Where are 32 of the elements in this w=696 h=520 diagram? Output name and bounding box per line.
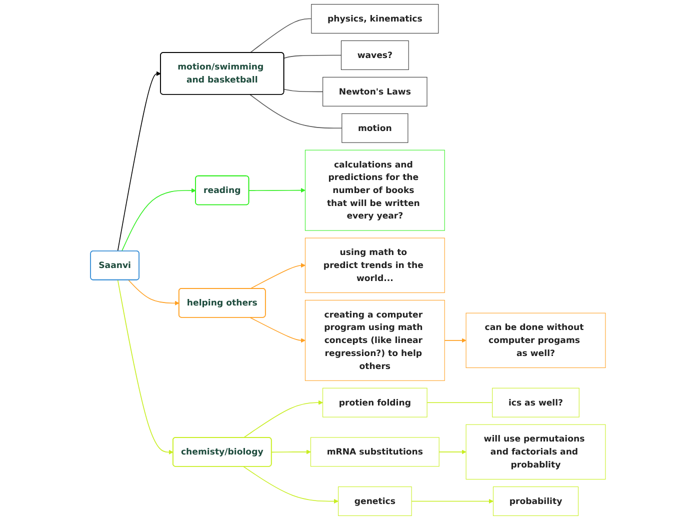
node-box: waves? [340,40,409,70]
node-box: creating a computer program using math concepts (like linear regression?) to help others [304,300,445,381]
node-box: Newton's Laws [322,76,428,106]
connector [284,88,324,92]
arrow [438,450,466,454]
node-box: ics as well? [492,388,580,418]
node-box: mRNA substitutions [310,437,440,467]
connector [426,402,493,403]
arrow [128,280,180,306]
node-box: using math to predict trends in the world... [304,238,445,293]
node-box: calculations and predictions for the number of books that will be written every year? [304,150,445,231]
arrow [117,280,174,454]
connector [250,94,342,129]
connector [284,54,342,59]
arrow [271,450,311,454]
node-box: probability [492,486,579,516]
connector [250,18,312,54]
arrow [121,188,196,252]
node-box: can be done without computer progams as well? [466,312,606,368]
arrow [411,498,494,504]
arrow [250,317,306,343]
node-box: physics, kinematics [311,4,439,34]
node-box: genetics [338,486,412,516]
arrow [117,71,161,252]
arrow [250,263,306,290]
arrow [243,466,338,504]
node-box: protien folding [322,388,428,418]
arrow [243,400,323,438]
node-box: will use permutaions and factorials and probablity [466,424,606,480]
node-box: motion [342,113,408,143]
arrow [248,188,306,193]
arrow [444,338,466,343]
